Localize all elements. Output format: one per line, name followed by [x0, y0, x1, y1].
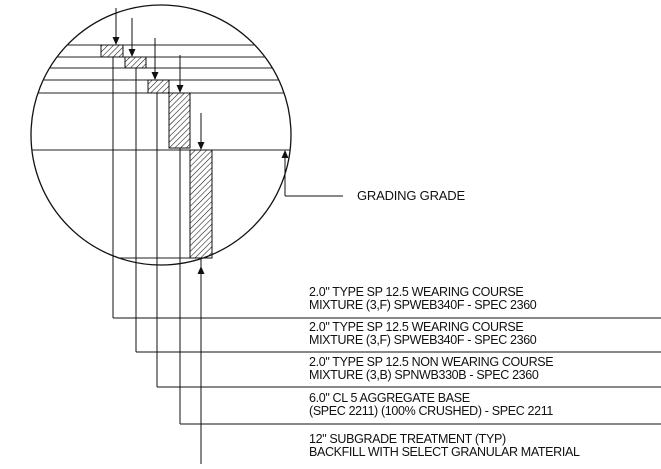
callout-text-2: 2.0" TYPE SP 12.5 WEARING COURSE MIXTURE…	[309, 320, 537, 347]
arrow-heads	[112, 37, 205, 150]
callout-text-3: 2.0" TYPE SP 12.5 NON WEARING COURSE MIX…	[309, 355, 554, 382]
layer-block-1	[100, 44, 124, 58]
callout-5-line-1: 12" SUBGRADE TREATMENT (TYP)	[309, 432, 506, 446]
grading-grade-leader	[281, 150, 343, 197]
callout-3-line-1: 2.0" TYPE SP 12.5 NON WEARING COURSE	[309, 355, 553, 369]
callout-4-line-2: (SPEC 2211) (100% CRUSHED) - SPEC 2211	[309, 404, 553, 418]
callout-text-1: 2.0" TYPE SP 12.5 WEARING COURSE MIXTURE…	[309, 285, 537, 312]
callout-1-line-2: MIXTURE (3,F) SPWEB340F - SPEC 2360	[309, 298, 537, 312]
callout-text-5: 12" SUBGRADE TREATMENT (TYP) BACKFILL WI…	[309, 432, 580, 459]
layer-block-3	[147, 79, 170, 94]
layer-block-5	[189, 149, 213, 259]
grading-grade-label: GRADING GRADE	[357, 188, 465, 203]
layer-block-2	[124, 56, 147, 69]
layer-lines	[31, 44, 291, 259]
callout-3-line-2: MIXTURE (3,B) SPNWB330B - SPEC 2360	[309, 368, 539, 382]
layer-block-4	[168, 92, 191, 149]
callout-text-4: 6.0" CL 5 AGGREGATE BASE (SPEC 2211) (10…	[309, 391, 554, 418]
callout-2-line-1: 2.0" TYPE SP 12.5 WEARING COURSE	[309, 320, 523, 334]
leader-lines	[112, 57, 205, 464]
callout-5-line-2: BACKFILL WITH SELECT GRANULAR MATERIAL	[309, 445, 580, 459]
callout-underlines	[113, 317, 661, 425]
callout-4-line-1: 6.0" CL 5 AGGREGATE BASE	[309, 391, 470, 405]
callout-1-line-1: 2.0" TYPE SP 12.5 WEARING COURSE	[309, 285, 523, 299]
top-arrows	[115, 8, 202, 142]
detail-circle	[30, 4, 292, 266]
callout-2-line-2: MIXTURE (3,F) SPWEB340F - SPEC 2360	[309, 333, 537, 347]
